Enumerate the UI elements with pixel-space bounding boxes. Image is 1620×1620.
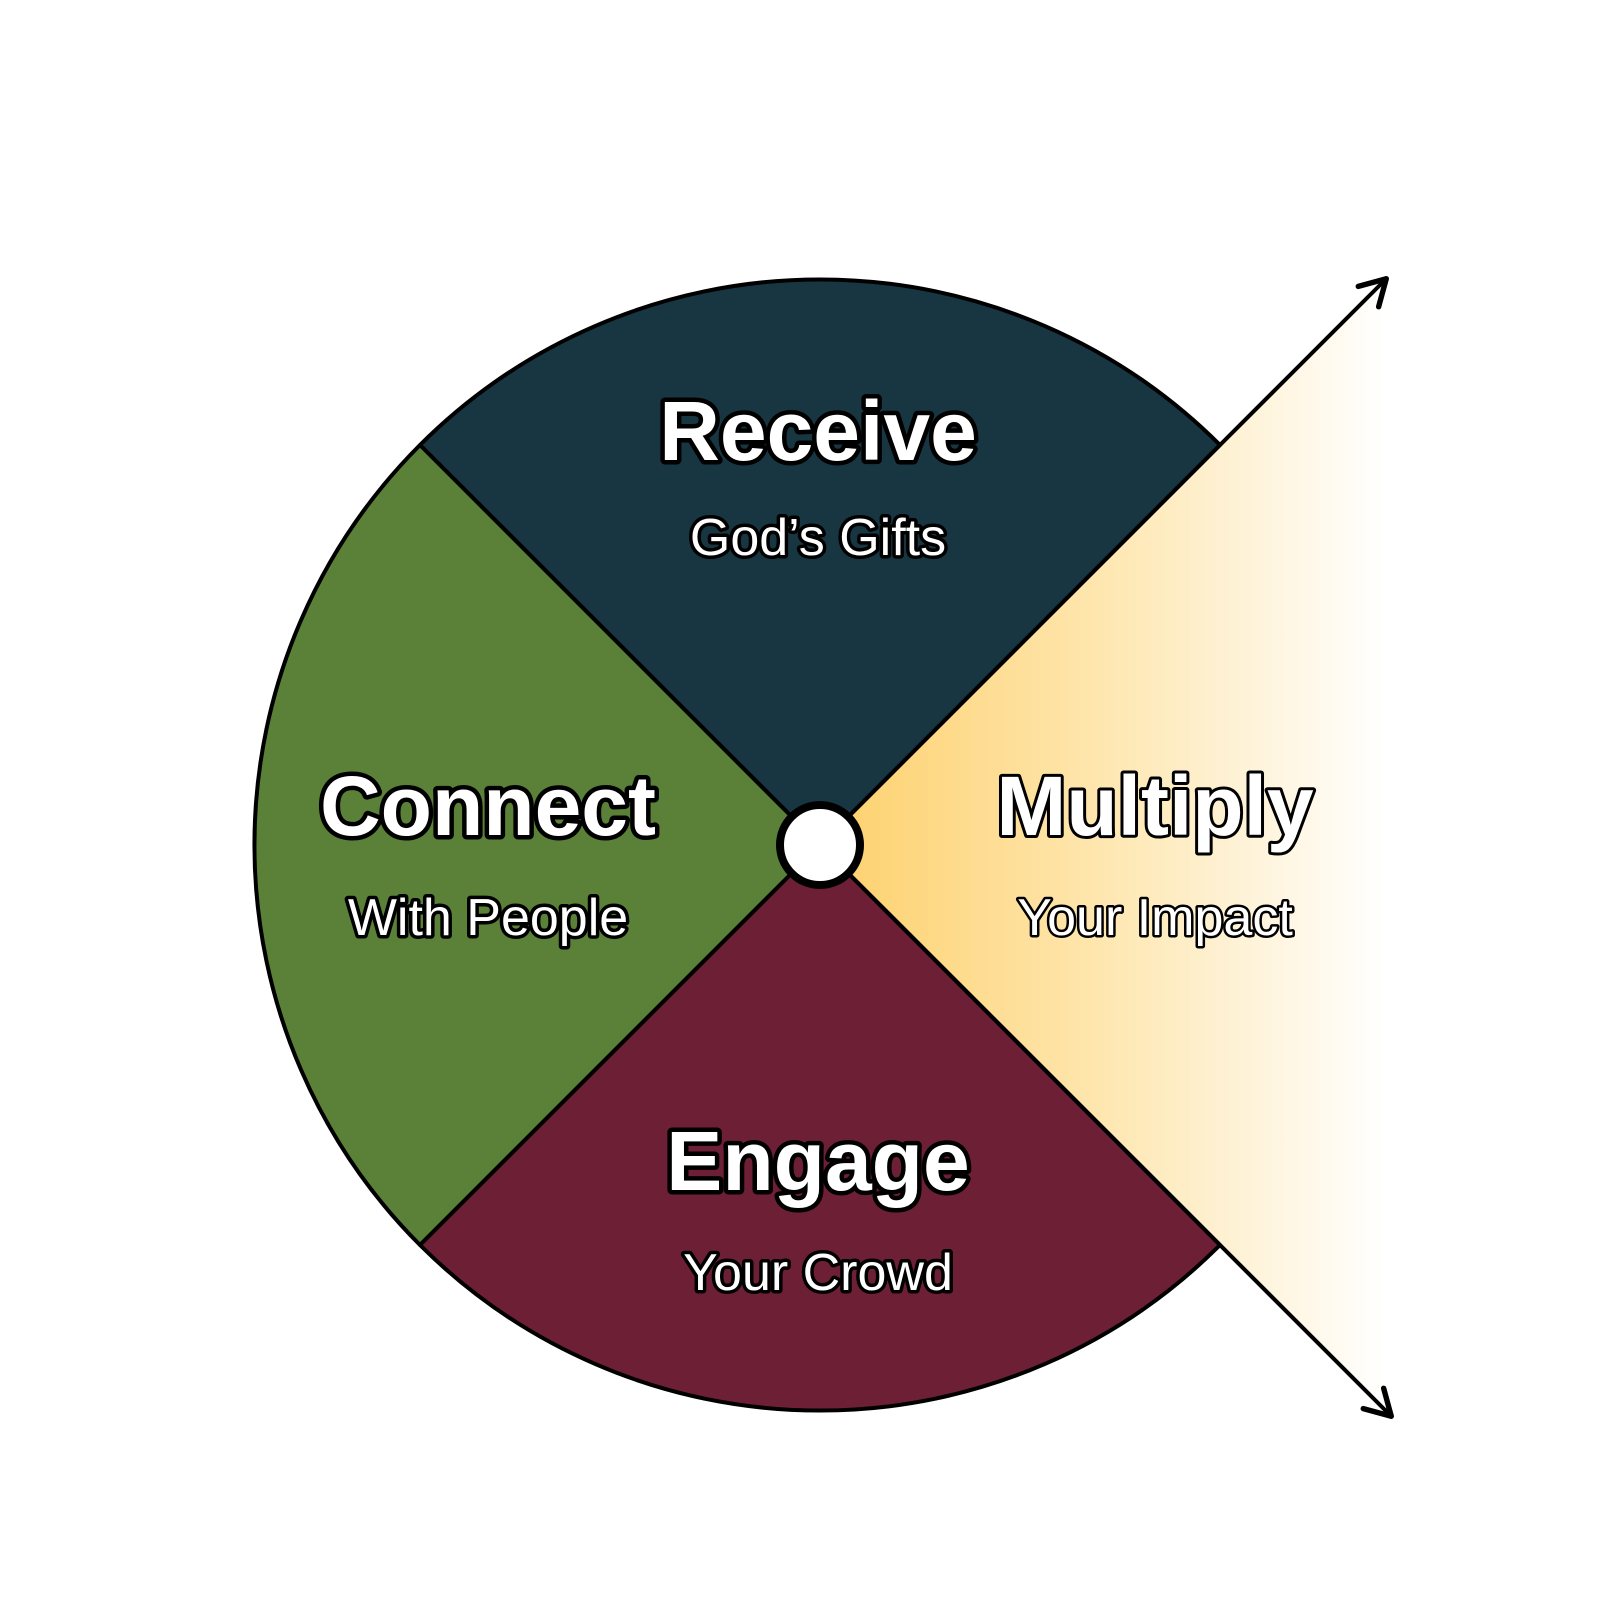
upper-arrow xyxy=(818,276,1389,847)
connect-sector xyxy=(252,443,822,1247)
multiply-wedge xyxy=(820,280,1385,1410)
center-hub xyxy=(776,801,864,889)
multiply-subtitle: Your Impact xyxy=(1017,889,1293,947)
connect-title: Connect xyxy=(320,759,656,853)
multiply-title: Multiply xyxy=(996,759,1314,853)
receive-title: Receive xyxy=(659,384,977,478)
engage-title: Engage xyxy=(666,1114,969,1208)
engage-sector xyxy=(418,843,1222,1413)
receive-sector xyxy=(418,277,1222,847)
connect-subtitle: With People xyxy=(348,889,628,947)
receive-subtitle: God’s Gifts xyxy=(690,509,946,567)
lower-arrow xyxy=(818,843,1394,1419)
engage-subtitle: Your Crowd xyxy=(683,1244,953,1302)
